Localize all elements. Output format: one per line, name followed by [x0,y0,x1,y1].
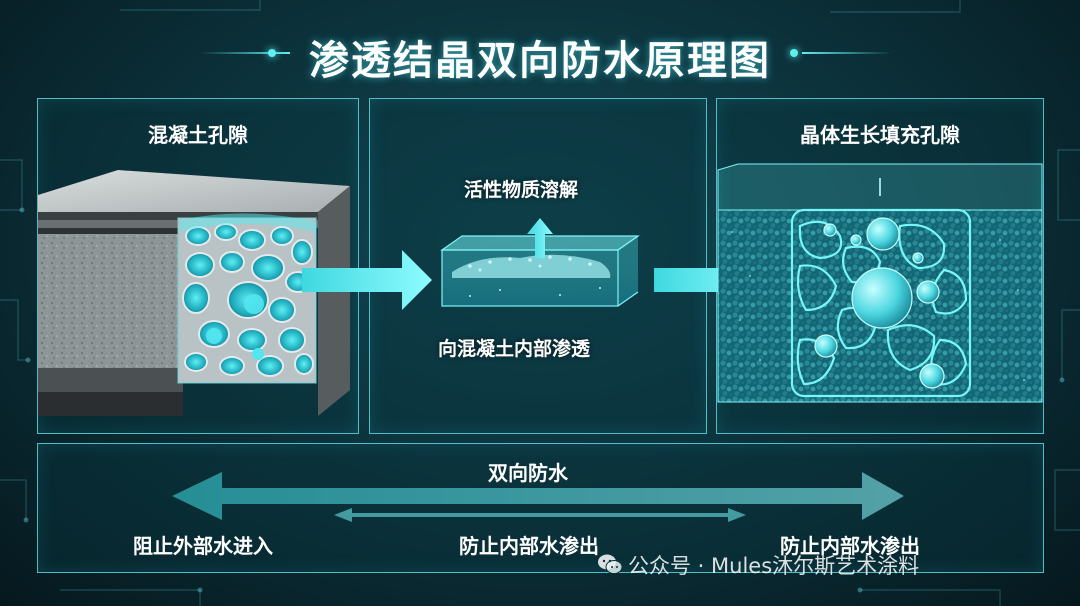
block-external-water-label: 阻止外部水进入 [133,534,273,558]
concrete-pore-title: 混凝土孔隙 [148,123,248,147]
concrete-block-illustration [38,170,350,416]
wechat-icon [598,554,623,574]
title-decoration-right [802,52,892,54]
permeate-label: 向混凝土内部渗透 [438,338,591,360]
crystal-growth-title: 晶体生长填充孔隙 [800,123,960,147]
flow-arrow-1 [302,250,432,310]
active-substance-label: 活性物质溶解 [464,179,579,201]
bidirectional-title: 双向防水 [488,461,568,485]
title-decoration-left [200,52,290,54]
page-title: 渗透结晶双向防水原理图 [309,38,771,84]
crystal-illustration [717,163,1043,403]
long-double-arrow [172,472,904,520]
upward-arrow [527,218,553,258]
prevent-internal-leak-label-center: 防止内部水渗出 [459,534,599,558]
water-box-illustration [440,218,640,307]
watermark-text: 公众号 · Mules沐尔斯艺术涂料 [628,554,920,578]
title-dot-left [268,49,276,57]
bidirectional-waterproof-section [37,443,1044,573]
title-dot-right [790,49,798,57]
bidirectional-arrows [172,472,904,522]
prevent-internal-leak-label-right: 防止内部水渗出 [780,534,920,558]
short-double-arrow [334,508,746,522]
